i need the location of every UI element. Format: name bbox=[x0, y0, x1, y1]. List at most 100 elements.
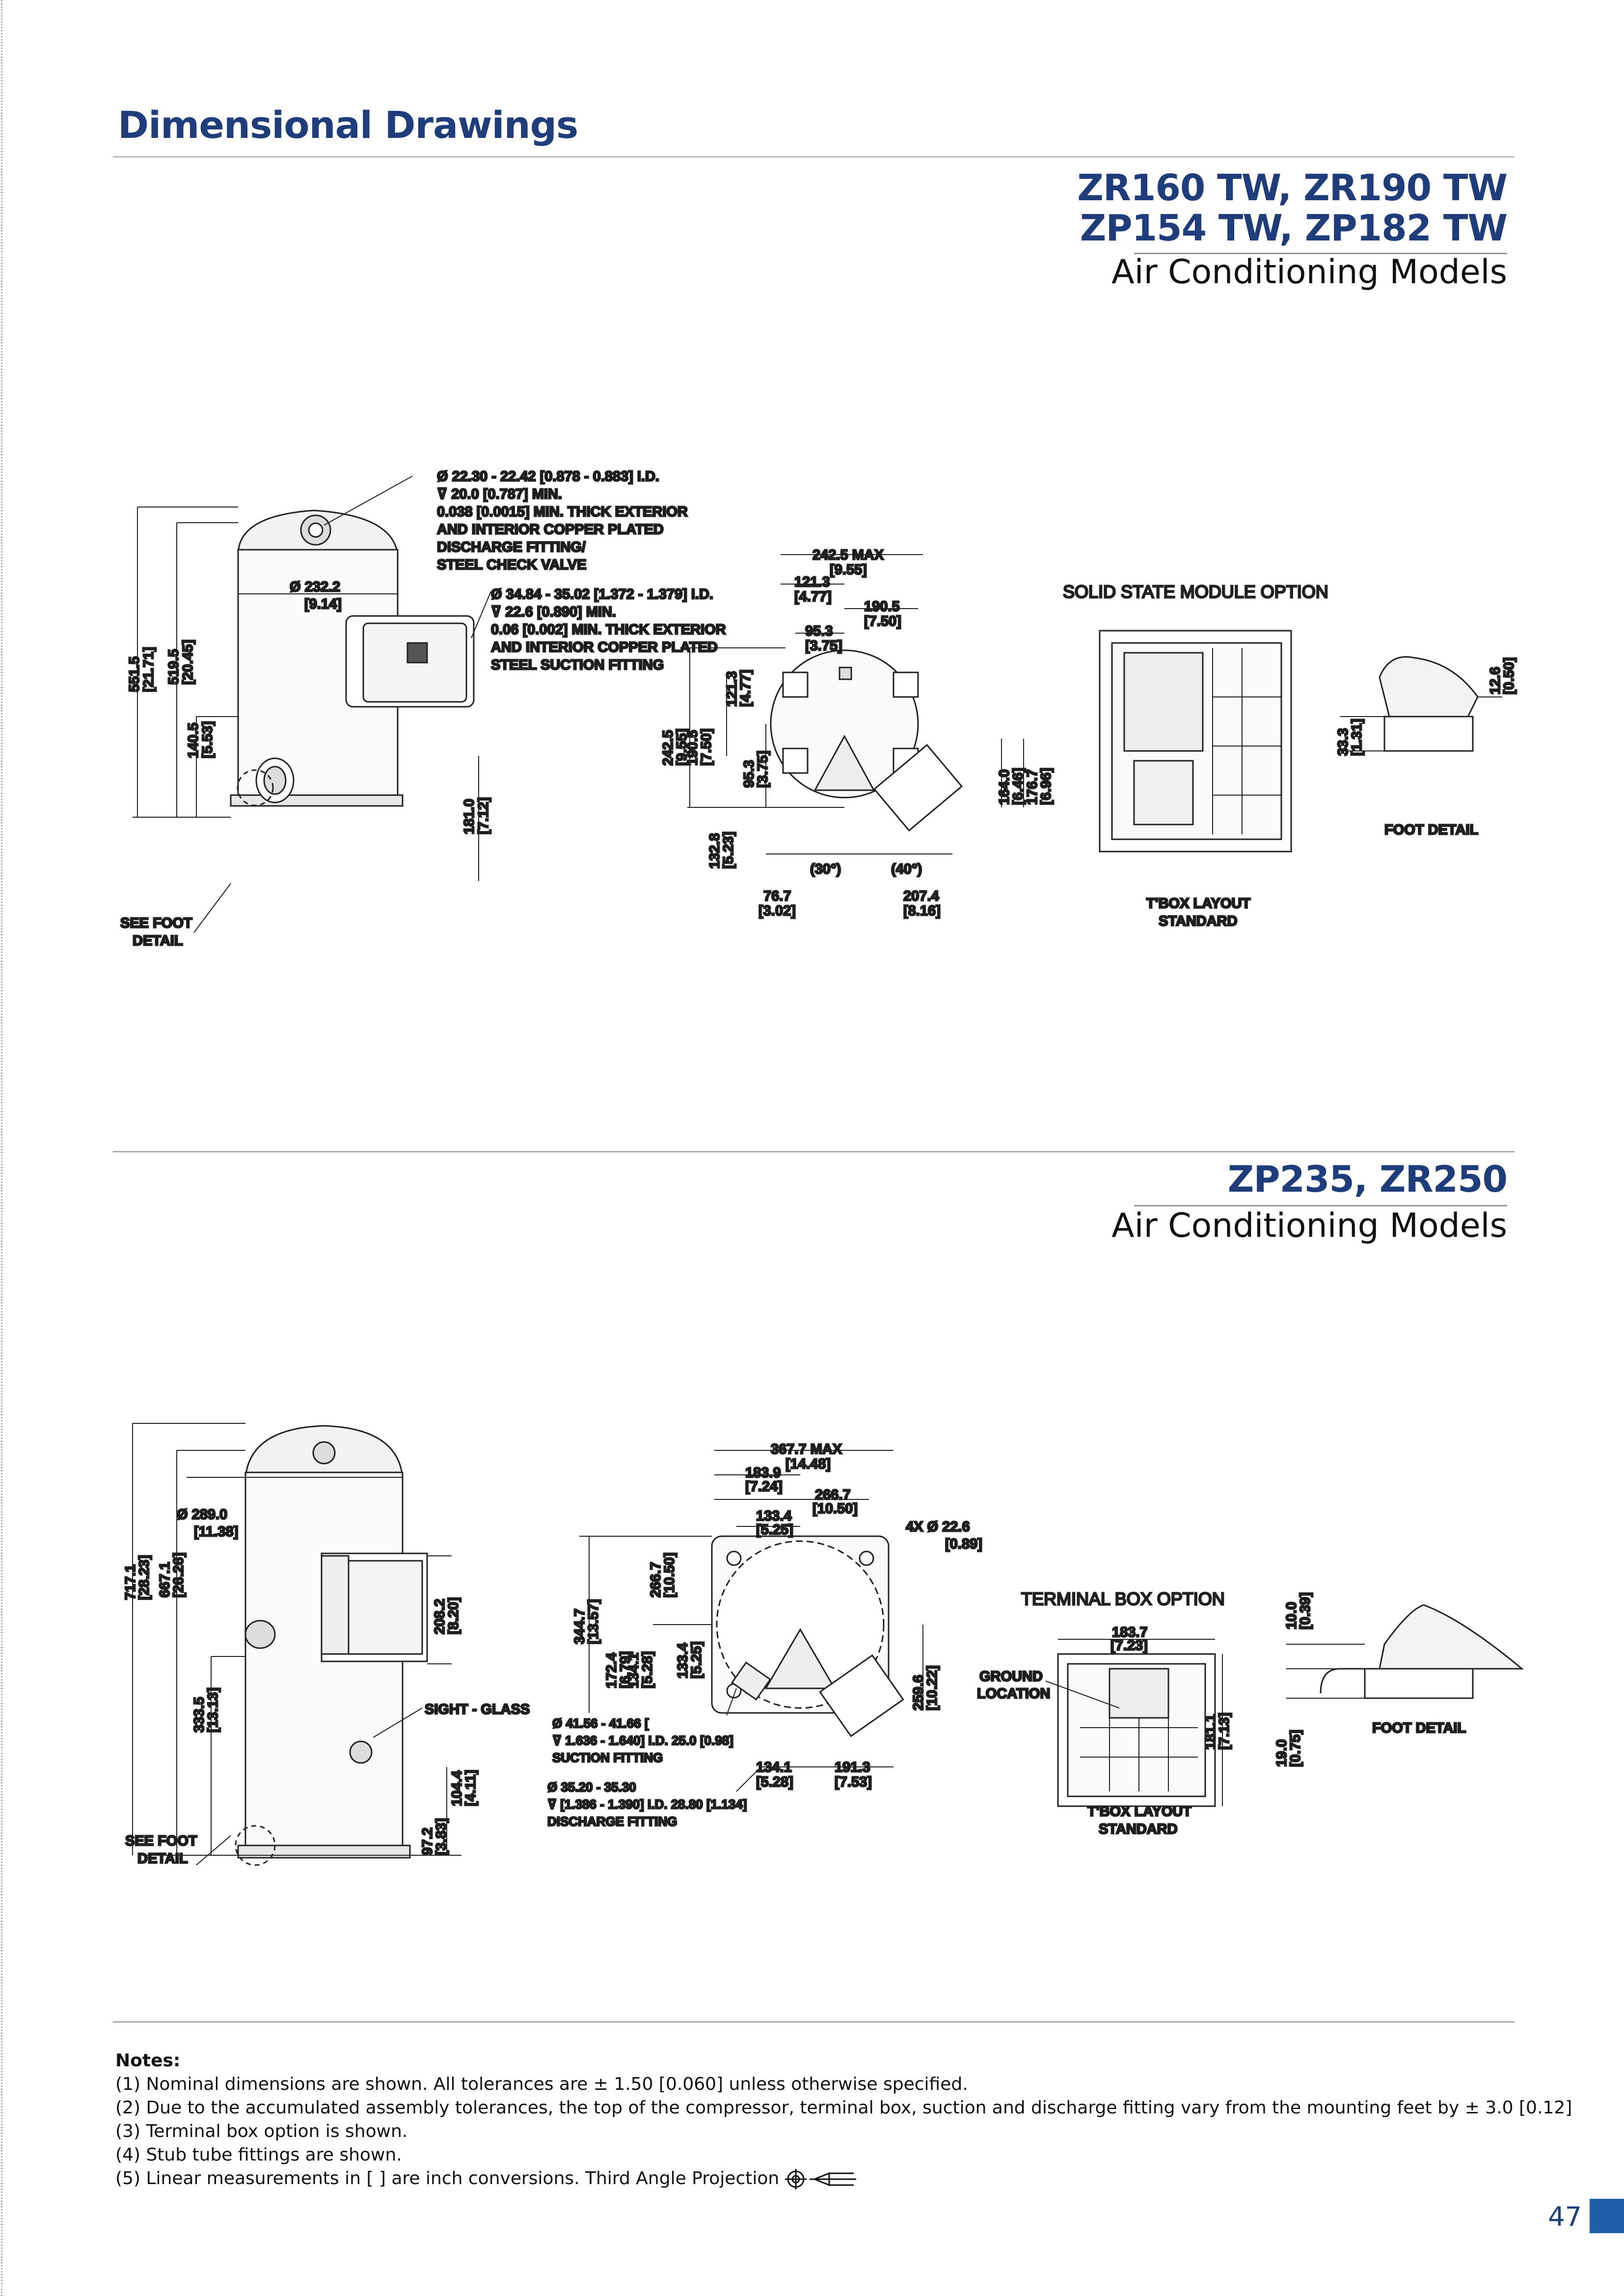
s2-foot-a: 10.0 bbox=[1284, 1602, 1299, 1629]
page-tab-marker bbox=[1590, 2199, 1624, 2233]
header-rule bbox=[113, 156, 1515, 158]
s2-h2-in: [26.26] bbox=[171, 1552, 187, 1598]
s1-top-l4: 95.3 bbox=[741, 760, 757, 788]
s1-suction-note-2: ⊽ 22.6 [0.890] MIN. bbox=[491, 604, 616, 620]
s1-top-b2-in: [8.16] bbox=[903, 903, 941, 919]
third-angle-projection-icon bbox=[785, 2169, 856, 2189]
s2-h4: 208.2 bbox=[432, 1599, 448, 1634]
s1-top-ang1: (30°) bbox=[810, 861, 841, 877]
notes: Notes: (1) Nominal dimensions are shown.… bbox=[115, 2049, 1572, 2190]
note-5: (5) Linear measurements in [ ] are inch … bbox=[115, 2167, 1572, 2190]
s2-tbox-1: T'BOX LAYOUT bbox=[1087, 1804, 1191, 1819]
s2-foot-detail bbox=[1286, 1604, 1524, 1699]
s1-foot-label: FOOT DETAIL bbox=[1384, 822, 1478, 838]
s1-h1: 551.5 bbox=[127, 656, 142, 692]
s1-top-l4-in: [3.75] bbox=[755, 750, 771, 788]
s2-top-a: 183.9 bbox=[745, 1465, 781, 1481]
section1-models-line1: ZR160 TW, ZR190 TW bbox=[1077, 167, 1508, 209]
s2-ground-1: GROUND bbox=[979, 1669, 1043, 1684]
section2-subtitle: Air Conditioning Models bbox=[1111, 1206, 1507, 1245]
s2-h3: 333.5 bbox=[191, 1697, 207, 1733]
s1-top-r2-in: [6.96] bbox=[1038, 768, 1054, 805]
s2-top-l3-in: [6.79] bbox=[618, 1651, 633, 1688]
s1-top-l1: 242.5 bbox=[660, 730, 676, 766]
s1-h3-in: [5.53] bbox=[200, 721, 216, 758]
s1-top-b1: 76.7 bbox=[763, 888, 791, 904]
s2-top-b1-in: [5.28] bbox=[756, 1774, 793, 1790]
s2-top-holes: 4X Ø 22.6 bbox=[906, 1519, 970, 1535]
s1-discharge-note-2: ⊽ 20.0 [0.787] MIN. bbox=[437, 486, 562, 502]
s1-top-l2: 190.5 bbox=[685, 730, 701, 766]
s2-dia-in: [11.38] bbox=[194, 1524, 238, 1540]
s1-top-max: 242.5 MAX bbox=[812, 547, 884, 563]
s1-foot-a: 33.3 bbox=[1335, 728, 1351, 756]
page-number: 47 bbox=[1548, 2201, 1582, 2232]
section2-subtitle-rule bbox=[1134, 1205, 1507, 1206]
s2-top-b2-in: [7.53] bbox=[835, 1774, 872, 1790]
s1-dia: Ø 232.2 bbox=[290, 579, 340, 595]
s2-tb-h-in: [7.13] bbox=[1217, 1712, 1232, 1750]
section1-models-line2: ZP154 TW, ZP182 TW bbox=[1080, 207, 1508, 249]
s1-foot-a-in: [1.31] bbox=[1349, 719, 1365, 756]
s1-tbox-2: STANDARD bbox=[1159, 913, 1238, 929]
s1-discharge-note-1: Ø 22.30 - 22.42 [0.878 - 0.883] I.D. bbox=[437, 469, 659, 484]
s1-top-r1-in: [6.46] bbox=[1010, 768, 1026, 805]
s2-h1-in: [28.23] bbox=[136, 1555, 152, 1600]
s1-discharge-note-5: DISCHARGE FITTING/ bbox=[437, 539, 586, 555]
s1-top-a-in: [4.77] bbox=[794, 589, 832, 605]
s1-top-r2: 176.7 bbox=[1025, 769, 1040, 805]
s1-top-max-in: [9.55] bbox=[830, 562, 867, 578]
s1-foot-detail bbox=[1340, 656, 1502, 752]
notes-title: Notes: bbox=[115, 2051, 181, 2071]
s1-h3: 140.5 bbox=[186, 722, 201, 758]
s1-top-ang2: (40°) bbox=[891, 861, 922, 877]
section2-models-line1: ZP235, ZR250 bbox=[1227, 1158, 1508, 1201]
s2-tb-w: 183.7 bbox=[1112, 1625, 1148, 1640]
s1-suction-note-1: Ø 34.84 - 35.02 [1.372 - 1.379] I.D. bbox=[491, 587, 713, 602]
s2-top-l3: 172.4 bbox=[604, 1653, 620, 1688]
s2-see-foot-1: SEE FOOT bbox=[125, 1833, 197, 1849]
s1-see-foot-2: DETAIL bbox=[133, 933, 183, 949]
s1-foot-b-in: [0.50] bbox=[1501, 657, 1517, 694]
s1-top-b1-in: [3.02] bbox=[758, 903, 796, 919]
s1-h1-in: [21.71] bbox=[141, 647, 157, 692]
s2-foot-b-in: [0.75] bbox=[1288, 1730, 1303, 1767]
s2-discharge-1: Ø 35.20 - 35.30 bbox=[547, 1780, 636, 1794]
s2-top-l5-in: [5.25] bbox=[689, 1641, 704, 1679]
s1-suction-note-5: STEEL SUCTION FITTING bbox=[491, 657, 664, 673]
s2-top-b-in: [10.50] bbox=[812, 1501, 858, 1517]
page-edge bbox=[1, 0, 2, 2296]
s2-h6-in: [3.83] bbox=[433, 1818, 449, 1855]
s2-h5-in: [4.11] bbox=[463, 1770, 479, 1806]
s2-h1: 717.1 bbox=[123, 1564, 138, 1600]
s2-h6: 97.2 bbox=[420, 1828, 435, 1855]
side-view-compressor-2 bbox=[235, 1425, 428, 1866]
notes-divider bbox=[113, 2021, 1515, 2023]
s1-see-foot-1: SEE FOOT bbox=[120, 915, 192, 931]
s2-foot-b: 19.0 bbox=[1274, 1739, 1290, 1767]
s1-top-b-in: [7.50] bbox=[864, 614, 901, 629]
section-divider bbox=[113, 1151, 1515, 1152]
s1-h4: 181.0 bbox=[461, 799, 477, 834]
s2-top-c-in: [5.25] bbox=[756, 1522, 793, 1538]
s1-top-l2-in: [7.50] bbox=[699, 728, 714, 766]
s1-foot-b: 12.6 bbox=[1488, 667, 1503, 694]
note-3: (3) Terminal box option is shown. bbox=[115, 2121, 408, 2141]
s2-terminal-option: TERMINAL BOX OPTION bbox=[1021, 1589, 1225, 1609]
s2-foot-label: FOOT DETAIL bbox=[1372, 1720, 1466, 1736]
s1-h2-in: [20.45] bbox=[180, 640, 196, 685]
note-2: (2) Due to the accumulated assembly tole… bbox=[115, 2098, 1572, 2118]
section2-drawing: Ø 289.0 [11.38] 717.1 [28.23] 667.1 [26.… bbox=[122, 1423, 1524, 1868]
s2-top-l4-in: [5.28] bbox=[640, 1651, 655, 1688]
section1-drawing: Ø 22.30 - 22.42 [0.878 - 0.883] I.D. ⊽ 2… bbox=[120, 468, 1518, 950]
s1-top-l5: 132.8 bbox=[707, 833, 723, 869]
s2-top-b2: 191.3 bbox=[835, 1760, 870, 1775]
s2-suction-1: Ø 41.56 - 41.66 [ bbox=[552, 1716, 649, 1731]
s2-top-c: 133.4 bbox=[756, 1508, 792, 1524]
s2-top-a-in: [7.24] bbox=[745, 1479, 783, 1495]
top-view-compressor-2 bbox=[711, 1535, 904, 1737]
s2-foot-a-in: [0.39] bbox=[1298, 1592, 1313, 1629]
s2-sight-glass: SIGHT - GLASS bbox=[425, 1702, 530, 1717]
note-4: (4) Stub tube fittings are shown. bbox=[115, 2145, 402, 2165]
s1-discharge-note-6: STEEL CHECK VALVE bbox=[437, 557, 587, 573]
